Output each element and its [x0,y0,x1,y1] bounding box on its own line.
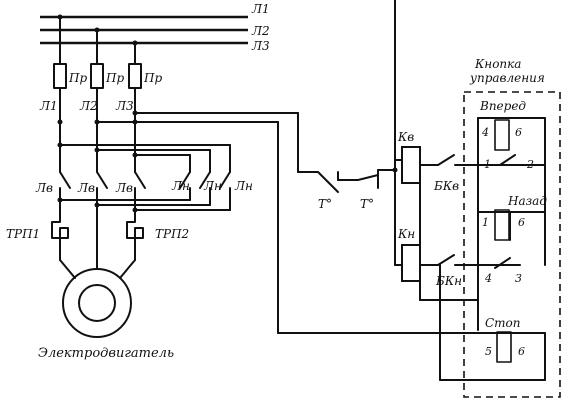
terminal-label: 6 [518,345,525,358]
fuse-label: Пр [68,71,87,85]
terminal-label: 6 [518,216,525,229]
coil-forward-label: Кв [397,130,414,144]
motor: Электродвигатель [38,204,174,361]
phase-label-l3: Л3 [115,99,134,113]
thermal-relay-2: ТРП2 [126,214,189,246]
blocking-contact-forward: БКв [419,154,506,193]
bus-label-l1: Л1 [251,2,270,16]
contactor-label-forward: Лв [115,181,133,195]
motor-label: Электродвигатель [38,346,174,361]
terminal-label: 1 [484,158,491,171]
thermal-relay-1: ТРП1 [6,214,69,246]
phase-wiring [59,16,136,65]
contactor-label-forward: Лв [35,181,53,195]
blocking-contact-reverse: БКн [419,254,521,288]
forward-button: Вперед 4 6 1 2 [477,99,546,331]
power-bus: Л1 Л2 Л3 [40,2,270,53]
reverse-contactor: Лн Лн Лн [171,171,253,193]
backward-button: Назад 1 6 4 3 [477,194,547,285]
control-button-box: Кнопка управления Вперед 4 6 1 2 Назад 1… [439,57,561,398]
fuse-l1: Пр [53,63,87,89]
terminal-label: 5 [485,345,492,358]
phase-label-l2: Л2 [79,99,98,113]
control-loop-wiring [419,164,546,301]
temp-contact-label-1: Т° [318,197,332,211]
fuse-label: Пр [105,71,124,85]
stop-button: Стоп 5 6 [439,264,546,381]
backward-button-label: Назад [507,194,547,208]
thermal-relay-label-1: ТРП1 [6,227,40,241]
contactor-label-reverse: Лн [203,179,222,193]
terminal-label: 4 [481,126,489,139]
temp-contact-label-2: Т° [360,197,374,211]
phase-labels-after-fuses: Л1 Л2 Л3 [39,99,134,113]
thermal-relay-label-2: ТРП2 [155,227,189,241]
phase-label-l1: Л1 [39,99,58,113]
blocking-contact-label-forward: БКв [433,179,459,193]
forward-contactor: Лв Лв Лв [35,171,146,195]
contactor-label-reverse: Лн [171,179,190,193]
motor-feed-wiring [57,187,231,216]
coil-reverse-label: Кн [397,227,415,241]
control-box-title-line1: Кнопка [474,57,521,71]
control-wiring: Т° Т° [96,0,481,334]
fuse-l2: Пр [90,63,124,89]
contactor-label-reverse: Лн [234,179,253,193]
fuse-label: Пр [143,71,162,85]
contactor-label-forward: Лв [77,181,95,195]
control-box-title-line2: управления [469,71,545,85]
coil-reverse: Кн [394,227,421,282]
fuse-l3: Пр [128,63,162,89]
terminal-label: 4 [484,272,492,285]
coil-forward: Кв [394,130,421,184]
terminal-label: 3 [515,272,522,285]
blocking-contact-label-reverse: БКн [435,274,462,288]
stop-button-label: Стоп [485,316,521,330]
bus-label-l3: Л3 [251,39,270,53]
terminal-label: 6 [515,126,522,139]
bus-label-l2: Л2 [251,24,270,38]
forward-button-label: Вперед [479,99,526,113]
phase-wiring-lower [57,87,231,173]
terminal-label: 1 [482,216,489,229]
